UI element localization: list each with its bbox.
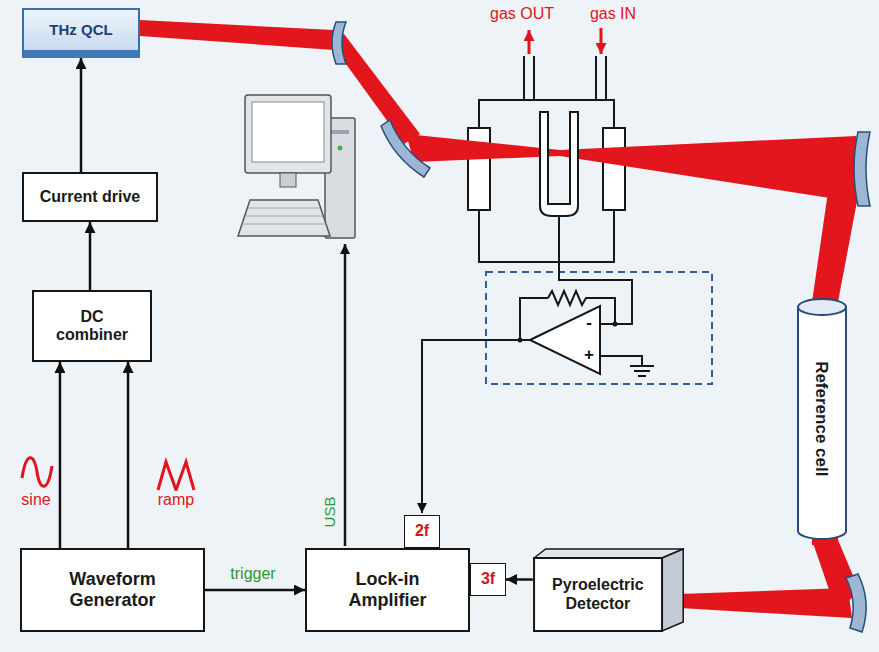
node-text: Reference cell bbox=[812, 361, 832, 476]
parabolic-mirror bbox=[854, 132, 870, 206]
lockin-box: Lock-in Amplifier bbox=[305, 548, 470, 632]
combiner-box: DC combiner bbox=[32, 290, 152, 362]
node-text: Pyroelectric Detector bbox=[542, 576, 654, 613]
reference-cell: Reference cell bbox=[797, 298, 847, 540]
signal-arrow bbox=[506, 578, 533, 581]
signal-label: trigger bbox=[228, 565, 277, 583]
signal-arrow bbox=[59, 362, 62, 548]
gas-inlet-label-holder: gas IN bbox=[588, 5, 638, 23]
node-text: THz QCL bbox=[49, 21, 112, 38]
cell-window bbox=[603, 128, 625, 210]
text-area: Waveform Generator bbox=[22, 550, 203, 630]
beam-segment bbox=[680, 588, 852, 618]
pin-sign-holder: + bbox=[582, 345, 596, 365]
signal-label: ramp bbox=[156, 491, 196, 509]
parabolic-mirror bbox=[381, 120, 430, 177]
beam-segment bbox=[140, 20, 334, 50]
gas-outlet-label: gas OUT bbox=[488, 5, 556, 23]
node-text: 3f bbox=[481, 570, 495, 588]
ground-symbol bbox=[630, 366, 654, 376]
junction-dot bbox=[613, 322, 618, 327]
detector-front bbox=[534, 558, 662, 631]
computer-icon bbox=[238, 95, 355, 238]
text-area: Lock-in Amplifier bbox=[307, 550, 468, 630]
ground-wire bbox=[600, 356, 642, 366]
node-text: Lock-in Amplifier bbox=[338, 569, 438, 610]
pc-stand bbox=[280, 173, 296, 187]
signal-arrow bbox=[89, 222, 92, 290]
pin-sign: - bbox=[584, 313, 594, 333]
usb-arrow bbox=[344, 244, 347, 546]
gas-outlet-label-holder: gas OUT bbox=[488, 5, 556, 23]
cell-window bbox=[468, 128, 490, 210]
pc-keyboard bbox=[238, 200, 330, 236]
tuning-fork bbox=[540, 112, 578, 216]
text-area: 3f bbox=[471, 564, 505, 595]
text-area: Pyroelectric Detector bbox=[534, 558, 662, 631]
detector-side bbox=[662, 549, 683, 631]
pc-keys bbox=[244, 208, 326, 224]
signal-label: sine bbox=[19, 491, 52, 509]
cylinder-body bbox=[798, 307, 846, 539]
driver-box: Current drive bbox=[22, 172, 158, 222]
cylinder-top bbox=[798, 299, 846, 315]
detector-box: Pyroelectric Detector bbox=[533, 548, 684, 632]
pin-sign: + bbox=[582, 345, 596, 365]
ramp-icon bbox=[158, 462, 194, 490]
signal-arrow bbox=[205, 589, 305, 592]
edge-label-holder: ramp bbox=[156, 491, 196, 509]
signal-arrow bbox=[80, 58, 83, 172]
mirrors bbox=[332, 22, 870, 632]
node-text: 2f bbox=[415, 522, 429, 540]
pc-drive bbox=[331, 130, 349, 134]
usb-label: USB bbox=[321, 495, 338, 530]
text-area: 2f bbox=[405, 516, 439, 547]
generator-box: Waveform Generator bbox=[20, 548, 205, 632]
sine-icon bbox=[22, 458, 52, 487]
edge-label-holder: sine bbox=[19, 491, 52, 509]
pc-led bbox=[338, 146, 343, 151]
pc-monitor bbox=[245, 95, 331, 173]
usb-label-holder: USB bbox=[321, 495, 338, 530]
text-area: THz QCL bbox=[24, 10, 138, 50]
gas-in-arrow bbox=[600, 28, 603, 54]
input-port: 2f bbox=[404, 515, 440, 548]
beam-segment bbox=[560, 136, 856, 202]
opamp-symbol bbox=[530, 306, 600, 374]
text-area: Reference cell bbox=[797, 298, 847, 540]
node-text: Current drive bbox=[40, 188, 140, 206]
signal-arrow bbox=[127, 362, 130, 548]
beam-segment bbox=[330, 34, 420, 144]
beam-segment bbox=[812, 178, 858, 302]
node-text: DC combiner bbox=[50, 308, 134, 345]
signal-wire bbox=[422, 340, 530, 513]
text-area: Current drive bbox=[24, 174, 156, 220]
parabolic-mirror bbox=[846, 574, 866, 632]
pin-sign-holder: - bbox=[584, 313, 594, 333]
preamp-frame bbox=[486, 272, 712, 384]
edge-label-holder: trigger bbox=[228, 565, 277, 583]
cell-body bbox=[479, 100, 614, 262]
detector-top bbox=[534, 549, 683, 558]
pc-screen bbox=[252, 102, 324, 162]
laser-source: THz QCL bbox=[22, 8, 140, 58]
thz-beam bbox=[140, 20, 860, 618]
text-area: DC combiner bbox=[34, 292, 150, 360]
gas-out-arrow bbox=[528, 30, 531, 54]
beam-segment bbox=[406, 134, 560, 162]
input-port: 3f bbox=[470, 563, 506, 596]
gas-pipes bbox=[524, 56, 606, 100]
gas-inlet-label: gas IN bbox=[588, 5, 638, 23]
node-text: Waveform Generator bbox=[57, 569, 169, 610]
parabolic-mirror bbox=[332, 22, 346, 64]
